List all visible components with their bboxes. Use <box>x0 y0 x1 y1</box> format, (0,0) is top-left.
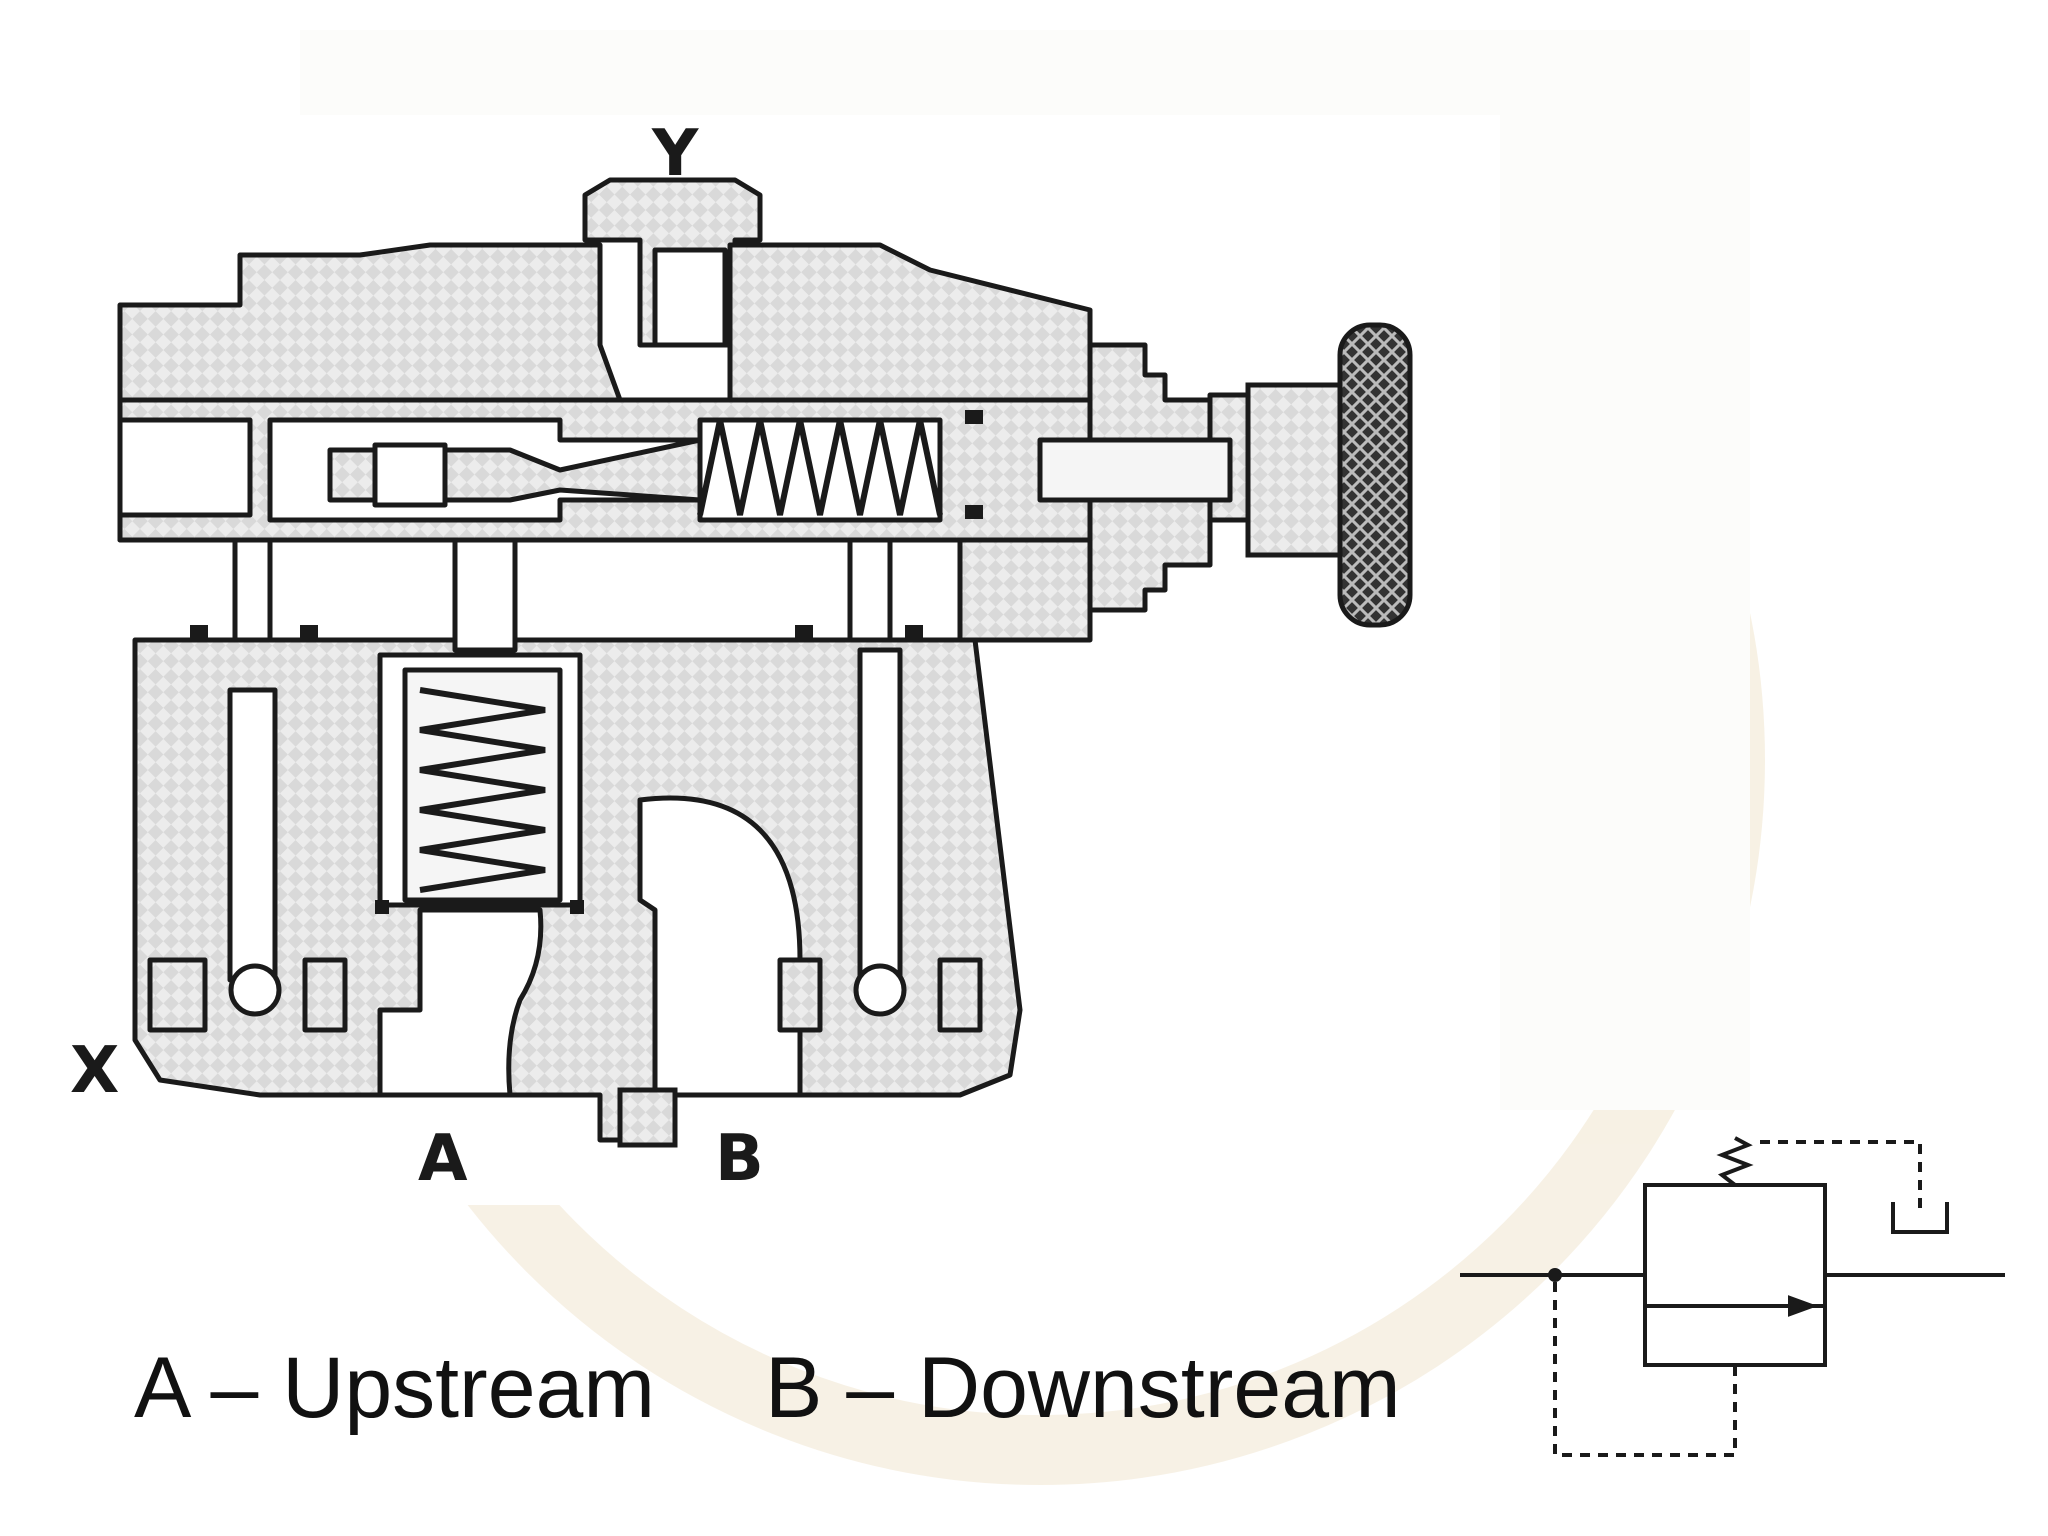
check-seat-left <box>147 957 208 1033</box>
drilling-left <box>227 687 278 983</box>
symbol-pilot-line <box>1553 1282 1737 1457</box>
check-seat-right-b <box>937 957 983 1033</box>
a-flow-cavity <box>377 907 544 1098</box>
pressure-reducing-valve-symbol <box>1460 1136 2005 1457</box>
port-label-a: A <box>418 1122 468 1196</box>
check-seat-right <box>777 957 823 1033</box>
symbol-spring-icon <box>1716 1136 1754 1187</box>
port-label-y: Y <box>651 117 699 191</box>
pilot-passage-right <box>847 537 893 643</box>
symbol-tank-icon <box>1891 1202 1949 1234</box>
pilot-passage-left <box>232 537 273 643</box>
symbol-envelope <box>1643 1183 1827 1367</box>
pilot-poppet <box>327 437 703 508</box>
y-drain-bore <box>652 247 728 348</box>
knurled-knob-icon <box>1245 322 1413 628</box>
pilot-passage-center <box>452 537 518 653</box>
caption-upstream: A – Upstream <box>134 1340 655 1436</box>
adjuster-threaded-bore <box>1037 437 1233 503</box>
symbol-junction-dot <box>1548 1268 1562 1282</box>
check-seat-left-b <box>302 957 348 1033</box>
caption-downstream: B – Downstream <box>765 1340 1401 1436</box>
drilling-right <box>857 647 903 983</box>
pilot-base-plate <box>117 537 1093 643</box>
x-port-bore <box>117 417 253 518</box>
check-ball-right <box>853 963 907 1017</box>
symbol-arrowhead <box>1788 1295 1818 1317</box>
port-label-b: B <box>715 1122 764 1196</box>
symbol-drain-line <box>1760 1140 1922 1215</box>
o-ring-seals <box>190 410 983 914</box>
pilot-spring <box>697 419 943 516</box>
main-spring <box>419 687 546 893</box>
b-port-nipple <box>617 1087 678 1148</box>
port-label-x: X <box>70 1034 119 1108</box>
check-ball-left <box>228 963 282 1017</box>
main-spool <box>402 667 563 903</box>
